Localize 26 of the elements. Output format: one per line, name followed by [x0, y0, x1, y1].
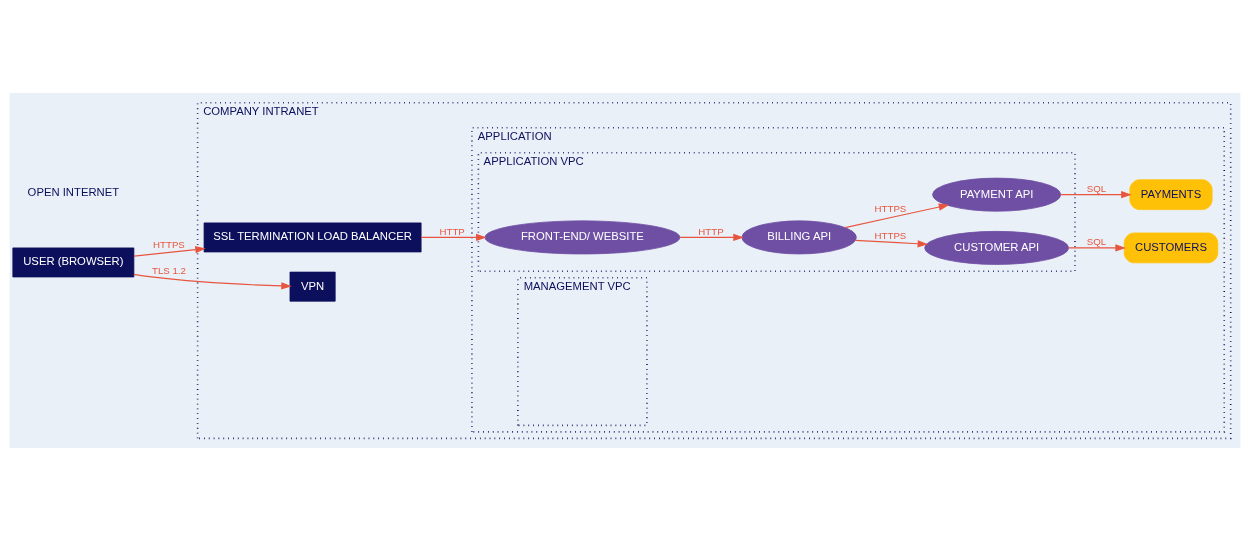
node-ellipse: CUSTOMER API: [924, 230, 1069, 265]
edge-label: TLS 1.2: [152, 265, 186, 277]
arrow: [420, 233, 487, 242]
edge-label: HTTPS: [874, 203, 907, 215]
edge-label: HTTP: [698, 225, 724, 237]
edge-label: HTTP: [439, 225, 465, 237]
arrow: [854, 239, 929, 248]
arrow: [133, 273, 292, 290]
arrow: [1059, 191, 1132, 199]
arrow: [679, 233, 744, 242]
arrow: [844, 203, 950, 229]
node-box: VPN: [289, 271, 336, 302]
node-box: USER (BROWSER): [12, 247, 135, 278]
arrow: [1068, 244, 1126, 252]
node-box: SSL TERMINATION LOAD BALANCER: [203, 222, 422, 253]
node-box: MANAGEMENT VPC: [517, 276, 648, 427]
label: OPEN INTERNET: [27, 186, 120, 199]
arrow: [133, 246, 206, 257]
edge-label: HTTPS: [874, 229, 907, 241]
edge-label: SQL: [1086, 182, 1107, 194]
node-ellipse: FRONT-END/ WEBSITE: [484, 220, 681, 255]
edge-label: HTTPS: [153, 239, 185, 251]
node-ellipse: BILLING API: [741, 220, 857, 255]
node-box: PAYMENTS: [1129, 179, 1213, 210]
edge-label: SQL: [1086, 236, 1107, 248]
node-box: CUSTOMERS: [1123, 232, 1219, 264]
